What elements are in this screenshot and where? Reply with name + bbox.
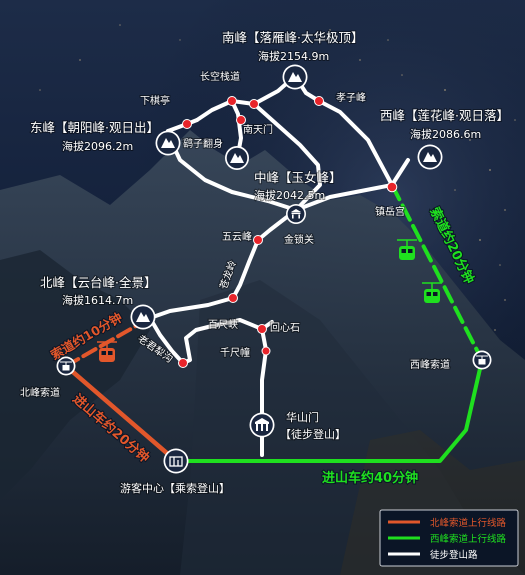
west-bus-line xyxy=(174,358,484,463)
dot-huixin xyxy=(257,324,267,334)
middle-peak-name: 中峰【玉女峰】 xyxy=(254,170,342,185)
dot-canglong xyxy=(228,293,238,303)
trail-south-to-west xyxy=(293,74,394,187)
label-west-bus: 进山车约40分钟 xyxy=(322,470,418,486)
west-ropeway-route xyxy=(174,183,484,463)
west-gondola-lower-icon xyxy=(422,282,442,303)
legend-label-trail: 徒步登山路 xyxy=(430,549,478,561)
trail-to-west-peak xyxy=(390,158,410,187)
west-cable-line xyxy=(390,183,484,362)
south-peak-icon xyxy=(282,64,308,90)
label-visitor-center: 游客中心【乘索登山】 xyxy=(120,481,230,495)
dot-laojun xyxy=(178,358,188,368)
label-gate-line1: 华山门 xyxy=(286,410,319,424)
west-peak-name: 西峰【莲花峰·观日落】 xyxy=(380,108,509,123)
legend: 北峰索道上行线路 西峰索道上行线路 徒步登山路 xyxy=(379,509,519,567)
north-bus-line xyxy=(63,363,179,464)
west-gondola-upper-icon xyxy=(397,239,417,260)
spot-dots xyxy=(178,96,398,368)
dot-nantianmen xyxy=(236,115,246,125)
dot-zhenyue xyxy=(386,181,398,193)
label-north-ropeway: 北峰索道 xyxy=(20,386,60,399)
south-peak-name: 南峰【落雁峰·太华极顶】 xyxy=(222,30,363,45)
east-peak-name: 东峰【朝阳峰·观日出】 xyxy=(30,120,159,135)
north-peak-icon xyxy=(130,304,156,330)
south-peak-altitude: 海拔2154.9m xyxy=(258,49,329,63)
huashan-gate-icon xyxy=(249,412,275,438)
label-huixin: 回心石 xyxy=(270,322,300,334)
north-ropeway-station-icon xyxy=(56,356,76,376)
trail-south-to-middle xyxy=(252,102,322,212)
dot-xiaozi xyxy=(314,96,324,106)
trail-summit-north-arc xyxy=(195,74,297,122)
label-zhenyue: 镇岳宫 xyxy=(375,205,405,218)
east-peak-icon xyxy=(155,130,181,156)
dot-xiaqi xyxy=(182,119,192,129)
label-changkong: 长空栈道 xyxy=(200,70,240,83)
label-jinsuo: 金锁关 xyxy=(284,233,314,246)
label-xiaqi: 下棋亭 xyxy=(140,94,170,107)
dot-changkong-2 xyxy=(227,96,237,106)
west-peak-icon xyxy=(417,144,443,170)
label-yaozi: 鹞子翻身 xyxy=(183,137,223,150)
legend-label-west: 西峰索道上行线路 xyxy=(430,533,507,545)
west-peak-altitude: 海拔2086.6m xyxy=(410,127,481,141)
east-peak-altitude: 海拔2096.2m xyxy=(62,139,133,153)
peak-icons xyxy=(130,64,443,330)
label-nantianmen: 南天门 xyxy=(243,123,273,136)
label-west-ropeway: 西峰索道 xyxy=(410,358,450,371)
west-ropeway-station-icon xyxy=(472,350,492,370)
yaozi-peak-icon xyxy=(225,146,249,170)
dot-wuyun xyxy=(253,235,263,245)
north-gondola-icon xyxy=(97,341,117,362)
north-peak-altitude: 海拔1614.7m xyxy=(62,293,133,307)
label-gate-line2: 【徒步登山】 xyxy=(280,427,346,441)
dot-changkong xyxy=(249,99,259,109)
trail-jinsuo-to-north-peak xyxy=(148,208,298,320)
visitor-center-icon xyxy=(163,448,189,474)
dot-qianchi xyxy=(261,346,271,356)
trail-north-peak-to-gate xyxy=(148,316,268,457)
middle-peak-altitude: 海拔2042.5m xyxy=(254,188,325,202)
label-qianchi: 千尺幢 xyxy=(220,346,250,359)
label-wuyun: 五云峰 xyxy=(222,231,252,243)
city-lights xyxy=(39,24,516,331)
legend-box xyxy=(379,509,519,567)
north-peak-name: 北峰【云台峰·全景】 xyxy=(40,275,156,290)
jinsuo-gate-icon xyxy=(286,204,306,224)
legend-label-north: 北峰索道上行线路 xyxy=(430,517,507,529)
label-baichi: 百尺峡 xyxy=(208,318,238,331)
label-xiaozi: 孝子峰 xyxy=(336,92,366,104)
